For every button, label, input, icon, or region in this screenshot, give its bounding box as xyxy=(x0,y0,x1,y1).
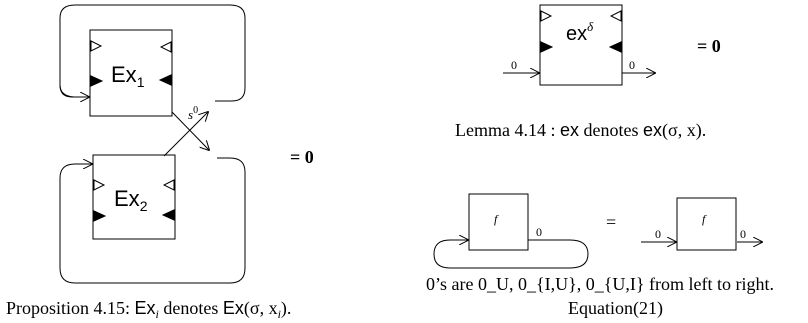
exd-white-tri-left xyxy=(540,10,553,22)
loop-top-entry xyxy=(59,84,89,97)
f-loop-out-label: 0 xyxy=(536,225,542,239)
f-loop-wire xyxy=(433,239,589,269)
top-right-equals-zero: = 0 xyxy=(697,36,721,56)
ex2-white-tri-left xyxy=(93,179,106,191)
ex2-box xyxy=(92,154,176,240)
caption-proposition: Proposition 4.15: Exi denotes Ex(σ, xi). xyxy=(6,298,292,321)
ex2-white-tri-right xyxy=(162,179,175,191)
f-equals-sign: = xyxy=(606,212,616,232)
cross-wire-down xyxy=(171,111,209,150)
ex1-black-tri-left xyxy=(90,75,104,87)
f-label-rhs: f xyxy=(702,212,707,226)
ex2-black-tri-left xyxy=(93,210,107,222)
caption-equation: Equation(21) xyxy=(568,298,663,318)
ex1-black-tri-right xyxy=(158,74,172,86)
f-rhs-in-label: 0 xyxy=(655,227,661,241)
exd-black-tri-left xyxy=(540,41,554,53)
exd-black-tri-right xyxy=(608,41,622,53)
ex2-label: Ex2 xyxy=(114,186,148,214)
loop-bottom-wire xyxy=(59,157,246,284)
f-box-rhs xyxy=(676,197,737,251)
caption-args: (σ, xi). xyxy=(243,298,292,321)
ex1-label: Ex1 xyxy=(111,62,145,90)
bottom-right-diagram xyxy=(433,193,762,269)
ex2-black-tri-right xyxy=(161,209,175,221)
left-equals-zero: = 0 xyxy=(290,147,314,167)
caption-zeros: 0’s are 0_U, 0_{I,U}, 0_{U,I} from left … xyxy=(426,274,774,294)
f-rhs-out-label: 0 xyxy=(740,227,746,241)
exd-in-label: 0 xyxy=(511,58,517,72)
s0-label: s0 xyxy=(188,105,198,122)
exd-white-tri-right xyxy=(609,10,622,22)
ex1-box xyxy=(89,29,173,117)
ex-delta-box xyxy=(539,4,623,86)
exd-out-label: 0 xyxy=(629,58,635,72)
ex1-white-tri-right xyxy=(159,41,172,53)
f-label-loop: f xyxy=(494,212,499,226)
top-right-diagram xyxy=(503,4,655,86)
loop-top-wire xyxy=(59,4,246,102)
f-box-loop xyxy=(468,193,529,251)
left-diagram xyxy=(59,4,246,284)
ex-delta-label: exδ xyxy=(566,19,594,45)
ex1-white-tri-left xyxy=(90,40,103,52)
cross-wire-up xyxy=(163,112,208,157)
caption-lemma: Lemma 4.14 : ex denotes ex(σ, x). xyxy=(455,120,707,140)
